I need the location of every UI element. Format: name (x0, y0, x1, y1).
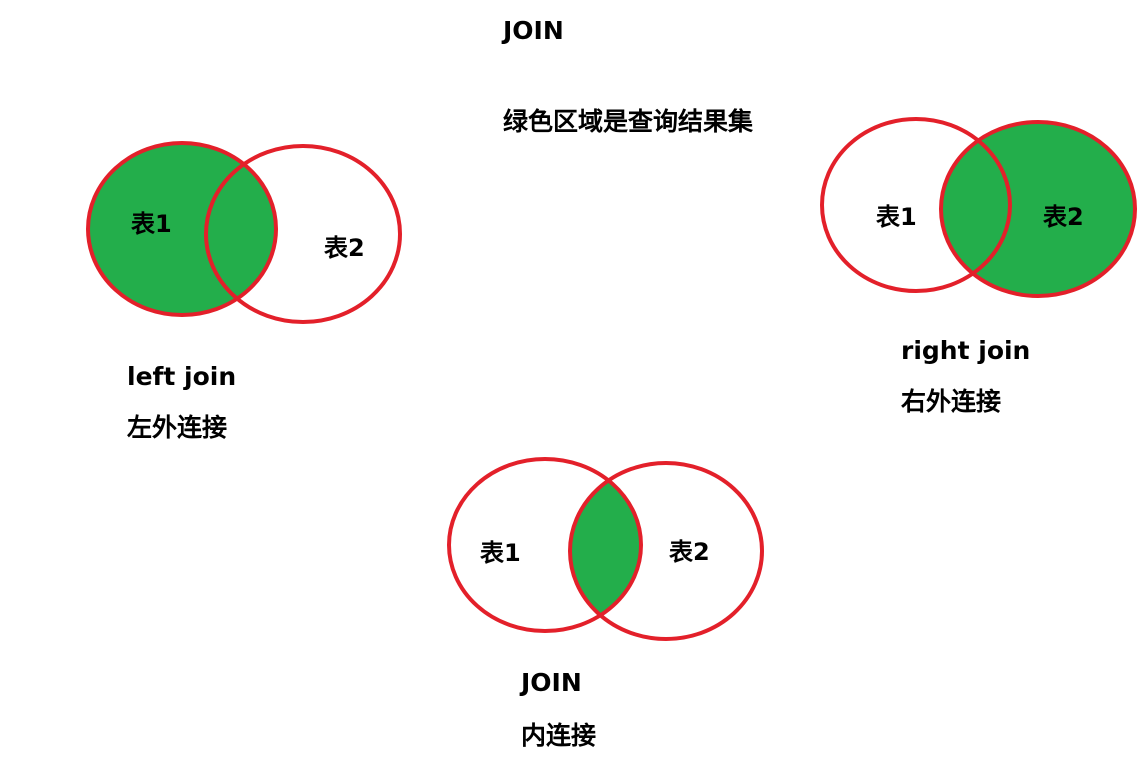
page-title: JOIN (503, 16, 564, 45)
inner-join-chinese-label: 内连接 (521, 721, 597, 750)
right-table2-label: 表2 (1043, 203, 1084, 231)
left-join-venn: 表1 表2 (86, 141, 402, 324)
inner-overlap-region (570, 463, 641, 631)
left-join-name: left join (127, 362, 237, 391)
inner-table2-circle (568, 461, 764, 641)
inner-table2-label: 表2 (669, 538, 710, 566)
left-table2-circle (204, 144, 402, 324)
left-table2-label: 表2 (324, 234, 365, 262)
right-table1-label: 表1 (876, 203, 917, 231)
left-join-chinese-label: 左外连接 (127, 413, 228, 442)
inner-table1-label: 表1 (480, 539, 521, 567)
page-subtitle: 绿色区域是查询结果集 (503, 107, 754, 136)
right-table2-region (941, 122, 1135, 296)
left-table1-circle (86, 141, 278, 317)
left-table1-label: 表1 (131, 210, 172, 238)
inner-join-venn: 表1 表2 (447, 457, 764, 641)
right-table2-circle (939, 120, 1137, 298)
right-join-name: right join (901, 336, 1031, 365)
right-join-chinese-label: 右外连接 (901, 387, 1002, 416)
right-join-venn: 表1 表2 (820, 117, 1137, 298)
inner-table1-circle (447, 457, 643, 633)
left-overlap-region (206, 146, 276, 315)
inner-join-name: JOIN (521, 668, 582, 697)
right-table1-circle (820, 117, 1012, 293)
